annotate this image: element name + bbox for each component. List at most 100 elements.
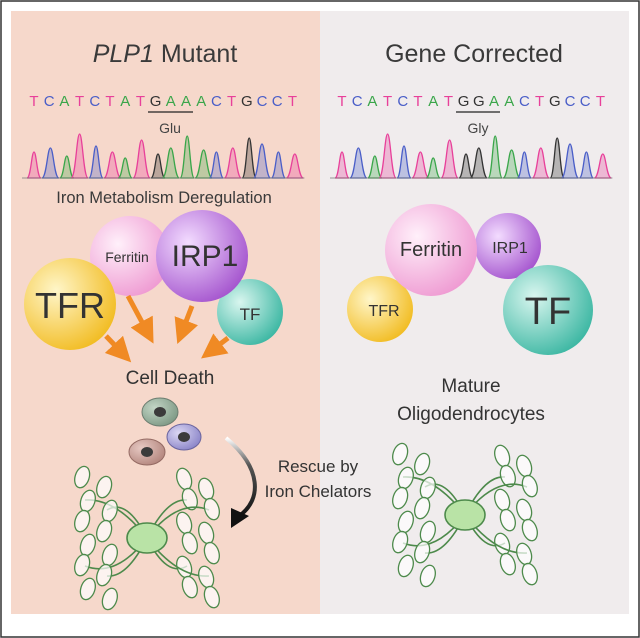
- rescue-label-line1: Rescue by: [278, 457, 359, 476]
- right-codon-label: Gly: [468, 120, 489, 136]
- right-chromatogram-peak-10: [469, 147, 488, 179]
- left-myelin-sheath: [96, 563, 113, 587]
- left-myelin-sheath: [101, 587, 118, 611]
- right-chromatogram-peak-1: [334, 151, 350, 179]
- left-myelin-sheath: [203, 585, 220, 609]
- right-myelin-sheath: [392, 442, 409, 466]
- left-base-6: T: [105, 93, 114, 110]
- right-myelin-sheath: [521, 562, 538, 586]
- right-chromatogram-peak-11: [487, 135, 503, 179]
- left-chromatogram-peak-5: [88, 145, 104, 179]
- right-base-4: T: [383, 93, 392, 110]
- right-tf-circle: [503, 265, 593, 355]
- right-base-16: C: [565, 93, 576, 110]
- right-myelin-sheath: [414, 540, 431, 564]
- rescue-arrow: [224, 436, 257, 518]
- left-irp1-label: IRP1: [172, 240, 239, 273]
- left-tfr-label: TFR: [35, 285, 105, 326]
- left-chromatogram-peak-13: [208, 151, 225, 179]
- mature-label-line1: Mature: [441, 376, 500, 397]
- left-base-9: G: [150, 93, 162, 110]
- right-base-6: T: [413, 93, 422, 110]
- right-chromatogram-peak-2: [349, 147, 368, 179]
- right-tf-label: TF: [525, 291, 571, 333]
- right-base-9: G: [458, 93, 470, 110]
- left-base-10: A: [166, 93, 176, 110]
- right-chromatogram-peak-5: [396, 145, 412, 179]
- arrow-tfr-to-death: [104, 334, 132, 363]
- right-base-11: A: [489, 93, 499, 110]
- right-chromatogram-peak-12: [502, 149, 521, 179]
- left-myelin-sheath: [96, 475, 113, 499]
- left-base-15: G: [241, 93, 253, 110]
- left-cell-body: [126, 522, 168, 554]
- right-irp1-label: IRP1: [492, 240, 528, 257]
- right-base-13: C: [519, 93, 530, 110]
- right-panel-title: Gene Corrected: [385, 40, 563, 68]
- left-chromatogram-peak-4: [70, 133, 89, 179]
- left-myelin-sheath: [203, 541, 220, 565]
- mature-label-line2: Oligodendrocytes: [397, 404, 545, 425]
- right-ferritin-circle: [385, 204, 477, 296]
- left-base-16: C: [257, 93, 268, 110]
- left-base-2: C: [44, 93, 55, 110]
- left-myelin-sheath: [96, 519, 113, 543]
- dying-cell-red-nucleus: [141, 447, 153, 457]
- cell-death-label: Cell Death: [126, 368, 215, 389]
- left-myelin-sheath: [79, 577, 96, 601]
- right-myelin-sheath: [392, 530, 409, 554]
- left-panel-title: PLP1 Mutant: [93, 40, 238, 68]
- left-tfr-circle: [24, 258, 116, 350]
- right-base-2: C: [352, 93, 363, 110]
- left-chromatogram: [22, 133, 305, 179]
- left-base-8: T: [136, 93, 145, 110]
- right-chromatogram-peak-15: [549, 137, 565, 179]
- right-myelin-sheath: [392, 486, 409, 510]
- right-myelin-sheath: [521, 474, 538, 498]
- left-tf-circle: [217, 279, 283, 345]
- left-chromatogram-peak-2: [41, 147, 60, 179]
- right-base-14: T: [535, 93, 544, 110]
- left-myelin-sheath: [181, 531, 198, 555]
- left-ferritin-label: Ferritin: [105, 249, 149, 265]
- left-chromatogram-peak-16: [252, 143, 272, 179]
- left-myelin-sheath: [181, 575, 198, 599]
- arrow-ferritin-to-death: [125, 294, 154, 344]
- left-chromatogram-peak-1: [26, 151, 42, 179]
- left-codon-label: Glu: [159, 120, 181, 136]
- right-chromatogram-peak-3: [367, 155, 383, 179]
- left-chromatogram-peak-18: [285, 153, 304, 179]
- right-myelin-sheath: [499, 552, 516, 576]
- left-chromatogram-peak-9: [150, 153, 166, 179]
- right-irp1-circle: [475, 213, 541, 279]
- left-base-11: A: [181, 93, 191, 110]
- left-chromatogram-peak-14: [223, 147, 242, 179]
- right-base-18: T: [596, 93, 605, 110]
- dying-cell-blue-nucleus: [178, 432, 190, 442]
- left-myelin-sheath: [74, 509, 91, 533]
- right-base-15: G: [549, 93, 561, 110]
- right-base-17: C: [580, 93, 591, 110]
- left-rescued-oligodendrocyte: [74, 465, 220, 611]
- left-base-14: T: [227, 93, 236, 110]
- left-myelin-sheath: [181, 487, 198, 511]
- dying-cell-green-nucleus: [154, 407, 166, 417]
- right-chromatogram-peak-7: [425, 157, 441, 179]
- rescue-label-line2: Iron Chelators: [265, 482, 372, 501]
- right-chromatogram-peak-16: [560, 143, 580, 179]
- right-myelin-sheath: [414, 496, 431, 520]
- right-chromatogram-peak-6: [411, 151, 430, 179]
- left-base-12: A: [196, 93, 206, 110]
- left-base-13: C: [211, 93, 222, 110]
- left-chromatogram-peak-7: [117, 157, 133, 179]
- left-myelin-sheath: [74, 553, 91, 577]
- right-chromatogram-peak-13: [516, 151, 533, 179]
- right-myelin-sheath: [521, 518, 538, 542]
- left-chromatogram-peak-17: [270, 151, 287, 179]
- right-tfr-label: TFR: [368, 303, 399, 320]
- left-chromatogram-peak-6: [103, 151, 122, 179]
- right-chromatogram: [330, 133, 613, 179]
